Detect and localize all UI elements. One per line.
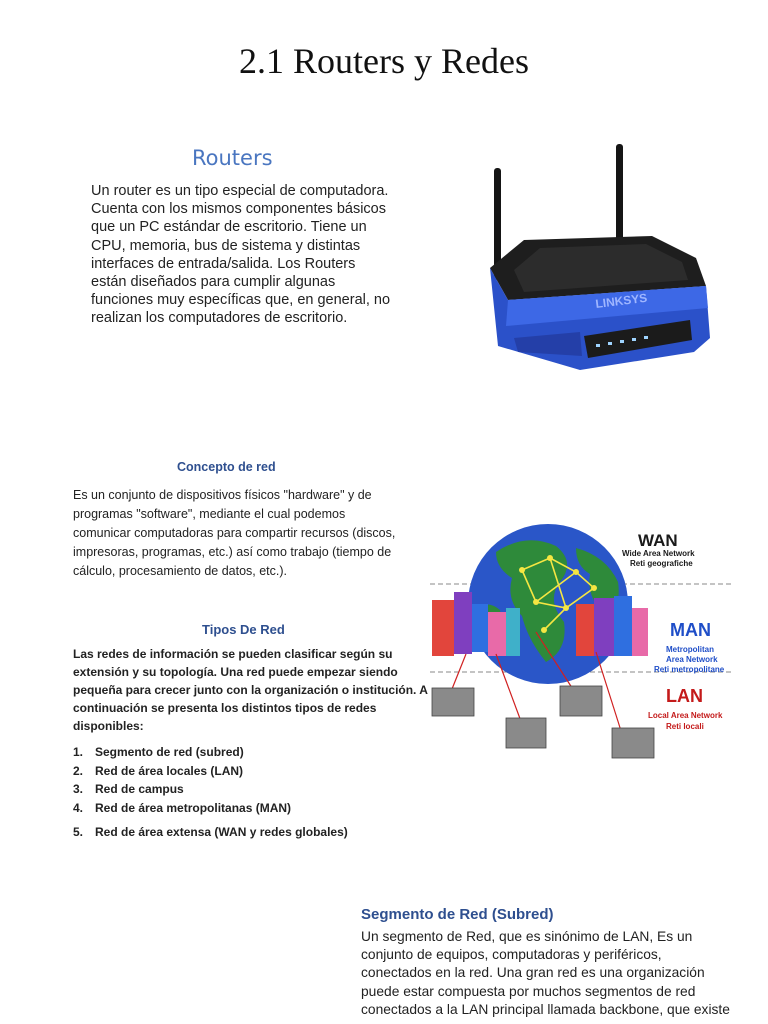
tipos-heading: Tipos De Red (202, 622, 285, 637)
concepto-paragraph: Es un conjunto de dispositivos físicos "… (73, 488, 396, 578)
router-image: LINKSYS (490, 144, 710, 370)
tipos-list: 1.Segmento de red (subred) 2.Red de área… (73, 743, 433, 842)
wan-sublabel-2: Reti geografiche (630, 559, 693, 568)
routers-heading: Routers (192, 146, 273, 170)
router-antenna-right (616, 144, 623, 244)
wan-sublabel-1: Wide Area Network (622, 549, 695, 558)
list-item: 3.Red de campus (73, 782, 184, 797)
lan-sublabel-2: Reti locali (666, 722, 704, 731)
segmento-heading: Segmento de Red (Subred) (361, 906, 554, 923)
lan-sublabel-1: Local Area Network (648, 711, 723, 720)
network-diagram-image: WAN Wide Area Network Reti geografiche M… (430, 524, 734, 759)
list-item: 2.Red de área locales (LAN) (73, 763, 244, 778)
concepto-heading: Concepto de red (177, 460, 276, 474)
man-sublabel-3: Reti metropolitane (654, 665, 725, 674)
routers-paragraph: Un router es un tipo especial de computa… (91, 183, 391, 327)
list-item: 5.Red de área extensa (WAN y redes globa… (73, 825, 348, 840)
router-brand-label: LINKSYS (595, 291, 648, 311)
man-label: MAN (670, 620, 711, 640)
man-sublabel-1: Metropolitan (666, 645, 714, 654)
man-sublabel-2: Area Network (666, 655, 718, 664)
page-title: 2.1 Routers y Redes (239, 41, 529, 81)
tipos-intro-paragraph: Las redes de información se pueden clasi… (73, 647, 428, 733)
segmento-paragraph: Un segmento de Red, que es sinónimo de L… (361, 929, 730, 1017)
lan-label: LAN (666, 686, 703, 706)
wan-label: WAN (638, 531, 678, 550)
list-item: 4.Red de área metropolitanas (MAN) (73, 800, 292, 815)
list-item: 1.Segmento de red (subred) (73, 745, 244, 759)
router-antenna-left (494, 168, 501, 280)
